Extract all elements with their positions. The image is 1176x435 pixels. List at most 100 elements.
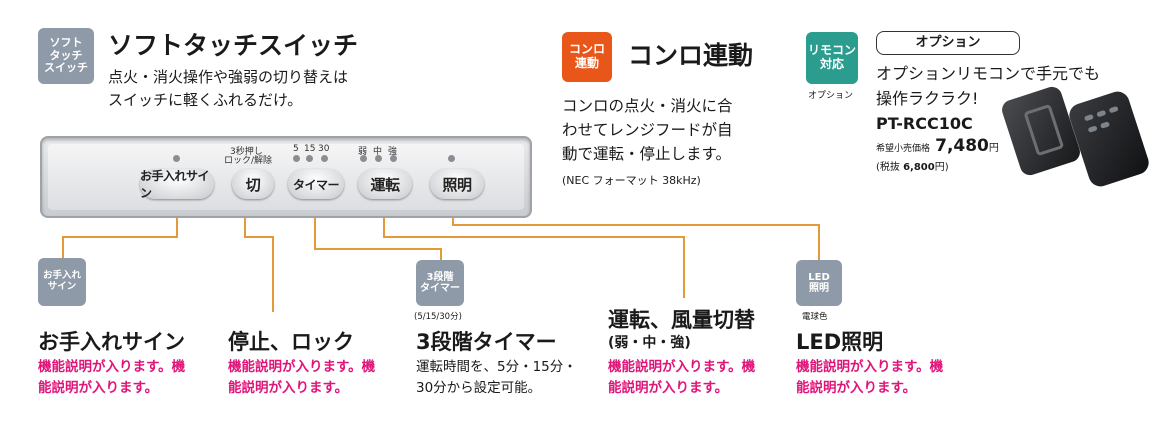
connector-run-h [383, 236, 685, 238]
feature-lock-desc-line2: 能説明が入ります。 [228, 379, 349, 396]
softtouch-title: ソフトタッチスイッチ [108, 31, 359, 60]
remote-option-label: オプション [876, 31, 1020, 55]
connector-off-h [244, 236, 274, 238]
off-note-line2: ロック/解除 [224, 156, 273, 166]
feature-led-desc: 機能説明が入ります。機 能説明が入ります。 [796, 357, 943, 399]
feature-led-title: LED照明 [796, 330, 884, 354]
connector-light-h [452, 224, 820, 226]
konro-badge: コンロ 連動 [562, 32, 612, 82]
connector-care-v [62, 236, 64, 258]
care-led [173, 155, 180, 162]
konro-badge-line2: 連動 [574, 56, 599, 70]
feature-lock-desc-line1: 機能説明が入ります。機 [228, 359, 376, 375]
timer-button[interactable]: タイマー [288, 169, 344, 199]
feature-timer-desc-line1: 運転時間を、5分・15分・ [416, 359, 577, 375]
feature-led-desc-line1: 機能説明が入ります。機 [796, 359, 944, 375]
softtouch-badge: ソフト タッチ スイッチ [38, 28, 94, 84]
connector-timer [314, 218, 316, 248]
feature-timer-badge-note: (5/15/30分) [414, 312, 462, 322]
konro-badge-line1: コンロ [568, 42, 605, 57]
feature-led-desc-line2: 能説明が入ります。 [796, 379, 917, 396]
control-panel-face: 3秒押し ロック/解除 5 15 30 弱 中 強 お手入れサイン 切 タイマー… [48, 144, 524, 210]
feature-timer-desc-line2: 30分から設定可能。 [416, 379, 542, 396]
remote-price-label: 希望小売価格 [876, 144, 931, 154]
remote-tax: (税抜 6,800円) [876, 158, 949, 173]
connector-timer-v [440, 248, 442, 260]
strength-led-weak [360, 155, 367, 162]
timer-mark-30: 30 [318, 144, 330, 154]
konro-note: (NEC フォーマット 38kHz) [562, 174, 701, 187]
feature-care-desc: 機能説明が入ります。機 能説明が入ります。 [38, 357, 185, 399]
feature-run-subtitle: (弱・中・強) [608, 335, 691, 351]
feature-timer-badge-line2: タイマー [420, 283, 460, 294]
remote-badge: リモコン 対応 [806, 32, 858, 84]
konro-title: コンロ連動 [628, 41, 754, 70]
feature-care-badge: お手入れ サイン [38, 258, 86, 306]
feature-led-badge-line2: 照明 [809, 283, 829, 294]
remote-badge-line2: 対応 [819, 57, 844, 71]
remote-tax-value: 6,800 [903, 162, 935, 173]
feature-care-badge-line1: お手入れ [42, 270, 81, 282]
feature-run-desc: 機能説明が入ります。機 能説明が入ります。 [608, 357, 755, 399]
timer-led-30 [321, 155, 328, 162]
care-sign-button[interactable]: お手入れサイン [140, 169, 214, 200]
strength-mark-weak: 弱 [358, 147, 368, 157]
remote-price-value: 7,480 [935, 136, 989, 156]
connector-care [176, 218, 178, 236]
feature-led-badge-note: 電球色 [802, 312, 828, 322]
connector-light [452, 218, 454, 224]
remote-controller-image [1066, 88, 1152, 190]
feature-run-desc-line2: 能説明が入ります。 [608, 379, 729, 396]
light-button[interactable]: 照明 [430, 169, 484, 199]
remote-badge-line1: リモコン [807, 43, 856, 58]
softtouch-desc: 点火・消火操作や強弱の切り替えは スイッチに軽くふれるだけ。 [108, 66, 348, 111]
softtouch-badge-line3: スイッチ [44, 61, 88, 75]
timer-mark-15: 15 [304, 144, 316, 154]
connector-off [244, 218, 246, 236]
konro-desc-line1: コンロの点火・消火に合 [562, 97, 733, 115]
off-note-line1: 3秒押し [230, 147, 263, 157]
remote-badge-sub: オプション [808, 91, 854, 101]
connector-run [383, 218, 385, 236]
feature-timer-badge: 3段階 タイマー [416, 260, 464, 306]
remote-tax-suffix: 円) [934, 162, 949, 173]
connector-off-v [272, 236, 274, 312]
feature-care-desc-line1: 機能説明が入ります。機 [38, 359, 186, 375]
connector-light-v [818, 224, 820, 260]
feature-timer-desc: 運転時間を、5分・15分・ 30分から設定可能。 [416, 357, 577, 399]
konro-desc: コンロの点火・消火に合 わせてレンジフードが自 動で運転・停止します。 [562, 94, 733, 166]
strength-led-strong [390, 155, 397, 162]
light-led [448, 155, 455, 162]
timer-led-15 [306, 155, 313, 162]
feature-care-desc-line2: 能説明が入ります。 [38, 379, 159, 396]
feature-timer-title: 3段階タイマー [416, 330, 557, 354]
remote-model: PT-RCC10C [876, 114, 973, 133]
softtouch-desc-line1: 点火・消火操作や強弱の切り替えは [108, 68, 349, 86]
remote-desc-line2: 操作ラクラク! [876, 88, 979, 108]
feature-timer-badge-line1: 3段階 [426, 271, 454, 283]
timer-led-5 [293, 155, 300, 162]
feature-led-badge-line1: LED [808, 271, 830, 283]
connector-timer-h [314, 248, 442, 250]
feature-care-badge-line2: サイン [47, 281, 77, 292]
feature-lock-desc: 機能説明が入ります。機 能説明が入ります。 [228, 357, 375, 399]
feature-care-title: お手入れサイン [38, 330, 185, 354]
remote-desc: オプションリモコンで手元でも 操作ラクラク! [876, 62, 1100, 112]
off-button[interactable]: 切 [232, 169, 274, 199]
timer-mark-5: 5 [293, 144, 299, 154]
feature-led-badge: LED 照明 [796, 260, 842, 306]
konro-desc-line3: 動で運転・停止します。 [562, 145, 731, 164]
connector-run-v [683, 236, 685, 298]
remote-price-unit: 円 [988, 143, 999, 154]
remote-price: 希望小売価格 7,480円 [876, 136, 999, 156]
feature-run-title: 運転、風量切替 [608, 308, 755, 332]
softtouch-desc-line2: スイッチに軽くふれるだけ。 [108, 90, 303, 109]
remote-tax-prefix: (税抜 [876, 162, 900, 173]
strength-mark-strong: 強 [388, 147, 398, 157]
konro-desc-line2: わせてレンジフードが自 [562, 121, 733, 140]
connector-care-h [62, 236, 178, 238]
softtouch-badge-line1: ソフト [49, 36, 83, 50]
feature-run-desc-line1: 機能説明が入ります。機 [608, 359, 756, 375]
strength-mark-mid: 中 [373, 147, 383, 157]
run-button[interactable]: 運転 [358, 169, 412, 199]
